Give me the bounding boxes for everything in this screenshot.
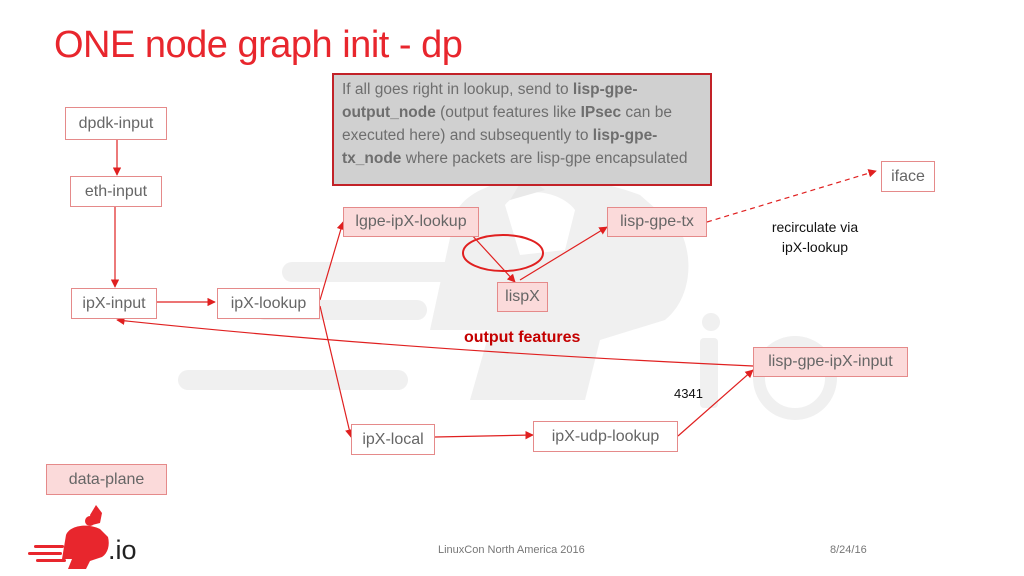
edge-udp-lisp-input: [677, 369, 754, 437]
node-ipx-lookup-label: ipX-lookup: [230, 294, 307, 312]
node-lispx: lispX: [497, 282, 548, 312]
node-iface: iface: [881, 161, 935, 192]
footer-date: 8/24/16: [830, 544, 867, 556]
edge-local-udp: [434, 430, 534, 440]
callout-bold-2: IPsec: [580, 104, 622, 121]
edge-lispx-tx: [519, 226, 608, 281]
edge-lgpe-lispx: [469, 232, 516, 283]
node-lispx-label: lispX: [505, 288, 540, 305]
edge-lookup-local: [319, 305, 354, 438]
node-ipx-local: ipX-local: [351, 424, 435, 455]
node-ipx-input: ipX-input: [71, 288, 157, 319]
node-lgpe-ipx-lookup: lgpe-ipX-lookup: [343, 207, 479, 237]
callout-bold-3: lisp-gpe-tx_node: [342, 127, 658, 167]
callout-text-1: If all goes right in lookup, send to: [342, 81, 573, 98]
node-eth-input: eth-input: [70, 176, 162, 207]
node-ipx-local-label: ipX-local: [362, 430, 424, 448]
edge-tx-iface: [706, 169, 877, 223]
node-data-plane: data-plane: [46, 464, 167, 495]
fdio-logo-mark: [28, 505, 109, 569]
edge-lookup-lgpe: [319, 221, 345, 301]
footer-event: LinuxCon North America 2016: [438, 544, 585, 556]
fdio-logo: .io: [20, 505, 150, 570]
callout-text-2: (output features like: [435, 104, 581, 121]
node-eth-input-label: eth-input: [84, 182, 148, 200]
callout-bold-1: lisp-gpe-output_node: [342, 81, 638, 121]
node-ipx-udp-lookup-label: ipX-udp-lookup: [551, 427, 660, 445]
node-ipx-udp-lookup: ipX-udp-lookup: [533, 421, 678, 452]
node-dpdk-input-label: dpdk-input: [78, 114, 154, 132]
port-label: 4341: [674, 386, 703, 401]
highlight-ellipse: [462, 234, 544, 272]
node-iface-label: iface: [891, 167, 925, 185]
edge-lisp-input-ipx-input: [116, 316, 754, 367]
node-ipx-input-label: ipX-input: [82, 294, 146, 312]
recirculate-line-1: recirculate via: [771, 219, 859, 235]
output-features-label: output features: [464, 329, 581, 346]
node-lisp-gpe-ipx-input: lisp-gpe-ipX-input: [753, 347, 908, 377]
node-lgpe-ipx-lookup-label: lgpe-ipX-lookup: [355, 213, 467, 230]
node-dpdk-input: dpdk-input: [65, 107, 167, 140]
node-data-plane-label: data-plane: [68, 470, 145, 488]
recirculate-label: recirculate via ipX-lookup: [755, 217, 875, 257]
callout-text-3: can be executed here) and subsequently t…: [342, 104, 672, 144]
callout-box: If all goes right in lookup, send to lis…: [332, 73, 712, 186]
callout-text-4: where packets are lisp-gpe encapsulated: [401, 150, 688, 167]
fdio-logo-text: .io: [108, 535, 137, 565]
recirculate-line-2: ipX-lookup: [781, 239, 849, 255]
page-title: ONE node graph init - dp: [54, 24, 463, 66]
node-ipx-lookup: ipX-lookup: [217, 288, 320, 319]
node-lisp-gpe-tx: lisp-gpe-tx: [607, 207, 707, 237]
node-lisp-gpe-ipx-input-label: lisp-gpe-ipX-input: [768, 353, 893, 370]
node-lisp-gpe-tx-label: lisp-gpe-tx: [620, 213, 694, 230]
